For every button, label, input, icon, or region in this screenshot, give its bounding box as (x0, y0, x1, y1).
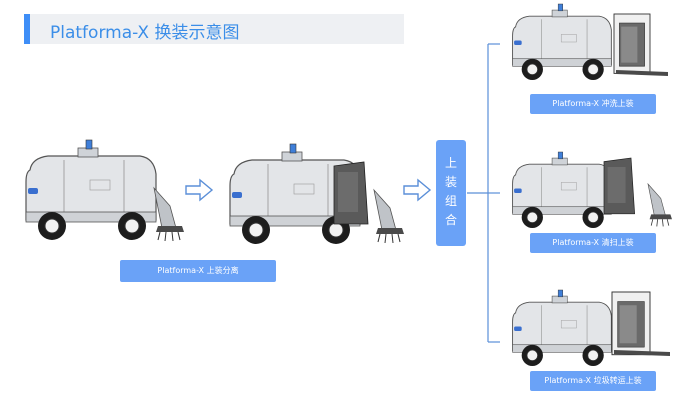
arrow-right-icon (403, 179, 431, 201)
combine-char: 合 (444, 213, 457, 227)
label-separation-text: Platforma-X 上装分离 (157, 266, 239, 275)
vehicle-with-upper-module (229, 143, 405, 245)
vehicle-sweep (512, 151, 673, 229)
label-flush-text: Platforma-X 冲洗上装 (552, 99, 634, 108)
vehicle-flush (512, 3, 668, 81)
combine-box: 上 装 组 合 (436, 140, 466, 246)
title-bar (24, 14, 404, 44)
label-sweep-text: Platforma-X 清扫上装 (552, 238, 634, 247)
arrow-right-icon (185, 179, 213, 201)
vehicle-garbage (512, 289, 670, 367)
branch-connector (467, 43, 500, 343)
title-accent (24, 14, 30, 44)
combine-char: 装 (444, 175, 457, 189)
combine-char: 组 (444, 194, 457, 208)
vehicle-base-with-sweeper (25, 139, 185, 242)
label-separation: Platforma-X 上装分离 (120, 260, 276, 282)
page-title: Platforma-X 换装示意图 (50, 23, 240, 43)
label-sweep: Platforma-X 清扫上装 (530, 233, 656, 253)
label-garbage-text: Platforma-X 垃圾转运上装 (544, 376, 642, 385)
combine-char: 上 (444, 156, 457, 170)
label-garbage: Platforma-X 垃圾转运上装 (530, 371, 656, 391)
label-flush: Platforma-X 冲洗上装 (530, 94, 656, 114)
